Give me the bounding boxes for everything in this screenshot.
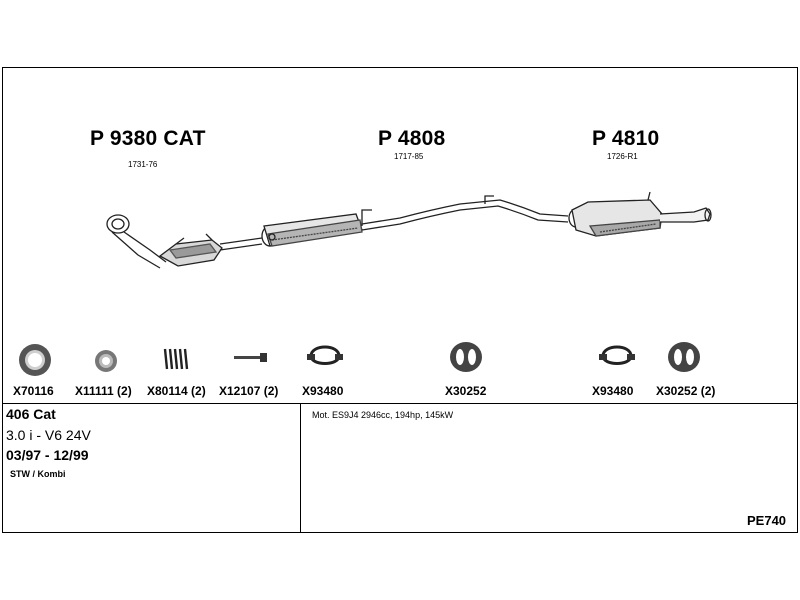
- rear-silencer: [568, 191, 712, 237]
- diagram-frame: [2, 67, 798, 533]
- rubber-mount-icon: [450, 342, 482, 372]
- accessory-code: X93480: [302, 384, 344, 398]
- catalyst-body: [158, 233, 223, 267]
- part-ref-rear-silencer: 1726-R1: [607, 152, 638, 161]
- exhaust-system-drawing: [106, 191, 712, 269]
- seal-ring-icon: [95, 350, 117, 372]
- divider-vertical: [300, 403, 301, 533]
- part-number-catalyst: P 9380 CAT: [90, 127, 206, 150]
- accessory-code: X70116: [13, 384, 54, 398]
- part-ref-middle-silencer: 1717-85: [394, 152, 424, 161]
- accessory-code: X80114 (2): [147, 384, 206, 398]
- middle-silencer: [261, 209, 372, 247]
- engine-description: Mot. ES9J4 2946cc, 194hp, 145kW: [312, 410, 454, 420]
- accessory-code: X30252 (2): [656, 384, 716, 398]
- diagram-code: PE740: [747, 513, 787, 528]
- part-number-rear-silencer: P 4810: [592, 127, 660, 150]
- part-ref-catalyst: 1731-76: [128, 160, 158, 169]
- pipe-clamp-icon: [599, 345, 635, 365]
- accessory-code: X93480: [592, 384, 634, 398]
- rubber-mount-icon: [668, 342, 700, 372]
- bolt-icon: [234, 353, 267, 362]
- accessory-code: X30252: [445, 384, 487, 398]
- spring-icon: [163, 348, 189, 370]
- vehicle-engine: 3.0 i - V6 24V: [6, 427, 91, 443]
- front-flange: [106, 214, 130, 234]
- accessory-code: X12107 (2): [219, 384, 279, 398]
- accessory-code: X11111 (2): [75, 384, 132, 398]
- vehicle-model: 406 Cat: [6, 406, 56, 422]
- pipe-clamp-icon: [307, 345, 343, 365]
- vehicle-body: STW / Kombi: [10, 469, 66, 479]
- part-number-middle-silencer: P 4808: [378, 127, 446, 150]
- divider-horizontal: [2, 403, 798, 404]
- vehicle-years: 03/97 - 12/99: [6, 447, 89, 463]
- gasket-ring-icon: [19, 344, 51, 376]
